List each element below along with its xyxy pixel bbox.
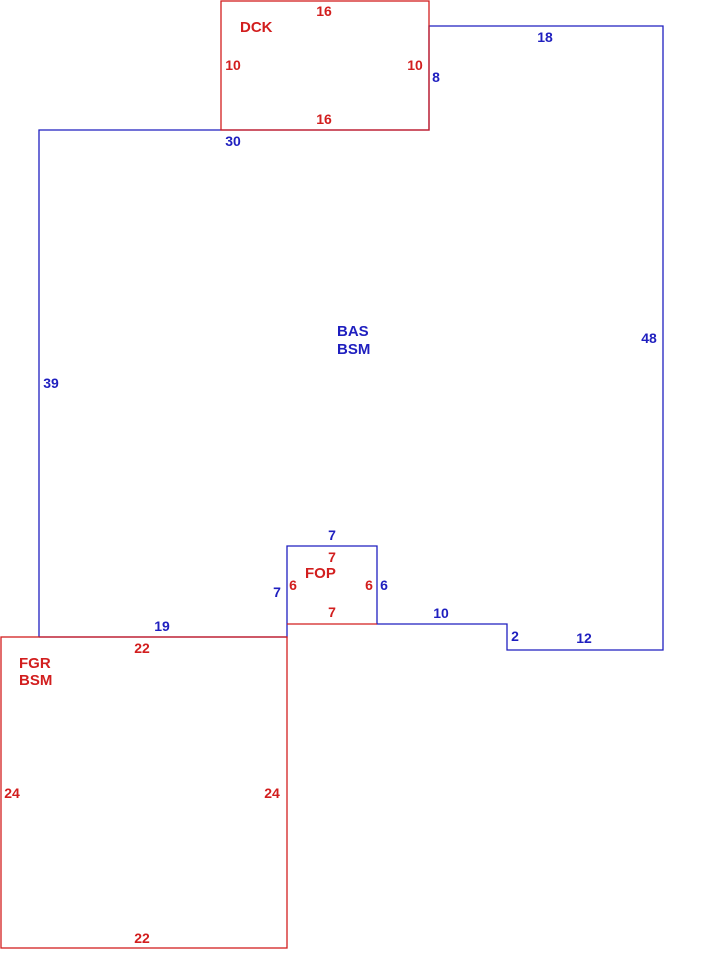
- fop-area-label: FOP: [305, 565, 336, 582]
- bas-dim-left: 39: [43, 375, 59, 391]
- fop-dim-top: 7: [328, 549, 336, 565]
- fop-dim-right: 6: [365, 577, 373, 593]
- dck-dim-bottom: 16: [316, 111, 332, 127]
- fop-dim-bottom: 7: [328, 604, 336, 620]
- dck-outline: [220, 0, 430, 131]
- fgr-area-label: FGR: [19, 655, 51, 672]
- bas-dim-bottom-left: 19: [154, 618, 170, 634]
- fgr-dim-right: 24: [264, 785, 280, 801]
- bas-dim-notch-top: 7: [328, 527, 336, 543]
- fgr-dim-top: 22: [134, 640, 150, 656]
- bas-area-label: BAS: [337, 323, 369, 340]
- fgr-dim-bottom: 22: [134, 930, 150, 946]
- dck-dim-top: 16: [316, 3, 332, 19]
- bas-dim-jog: 8: [432, 69, 440, 85]
- fop-dim-left: 6: [289, 577, 297, 593]
- bas-dim-top-left: 30: [225, 133, 241, 149]
- bas-dim-notch-left: 7: [273, 584, 281, 600]
- bas-dim-top-right: 18: [537, 29, 553, 45]
- bas-dim-step: 2: [511, 628, 519, 644]
- fgr-outline: [0, 636, 288, 949]
- fgr-dim-left: 24: [4, 785, 20, 801]
- bas-area-sublabel: BSM: [337, 341, 370, 358]
- fgr-area-sublabel: BSM: [19, 672, 52, 689]
- bas-dim-mid-bottom: 10: [433, 605, 449, 621]
- dck-dim-left: 10: [225, 57, 241, 73]
- bas-dim-bottom-right: 12: [576, 630, 592, 646]
- dck-area-label: DCK: [240, 19, 273, 36]
- bas-dim-notch-right: 6: [380, 577, 388, 593]
- dck-dim-right: 10: [407, 57, 423, 73]
- bas-dim-right: 48: [641, 330, 657, 346]
